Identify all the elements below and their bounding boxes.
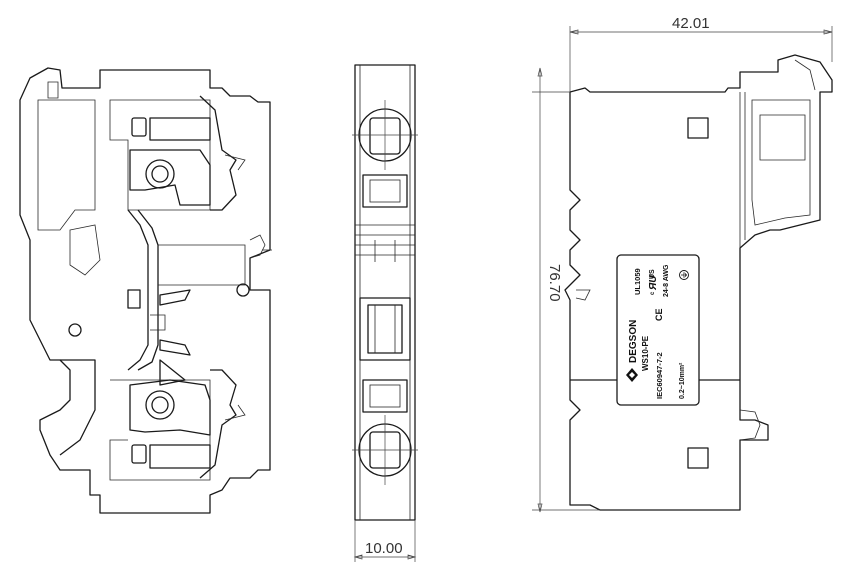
side-view [352, 64, 418, 562]
wire-range: 0.2~10mm² [679, 362, 686, 399]
height-dimension [532, 67, 600, 513]
ul-mark-icon: c ЯU [648, 275, 659, 295]
brand-name: DEGSON [628, 320, 639, 363]
svg-text:c: c [650, 291, 656, 295]
ul-standard: UL1059 [633, 268, 642, 295]
model-number: WS10-PE [641, 335, 650, 371]
standard-code: IEC60947-7-2 [655, 352, 664, 399]
height-dimension-label: 76.70 [546, 264, 563, 302]
front-view [564, 54, 833, 511]
product-label: DEGSON WS10-PE IEC60947-7-2 0.2~10mm² CE… [626, 264, 689, 399]
degson-logo-icon [626, 368, 638, 382]
awg-range: 24-8 AWG [663, 264, 670, 297]
us-mark: US [649, 269, 656, 279]
ce-mark-icon: CE [654, 308, 664, 321]
product-label-plate [616, 254, 700, 406]
top-dimension [569, 26, 833, 92]
width-dimension-bottom: 10.00 [365, 540, 403, 557]
ground-symbol-icon [679, 270, 689, 280]
section-view [19, 67, 272, 514]
width-dimension-top: 42.01 [672, 15, 710, 32]
svg-text:ЯU: ЯU [648, 275, 659, 291]
